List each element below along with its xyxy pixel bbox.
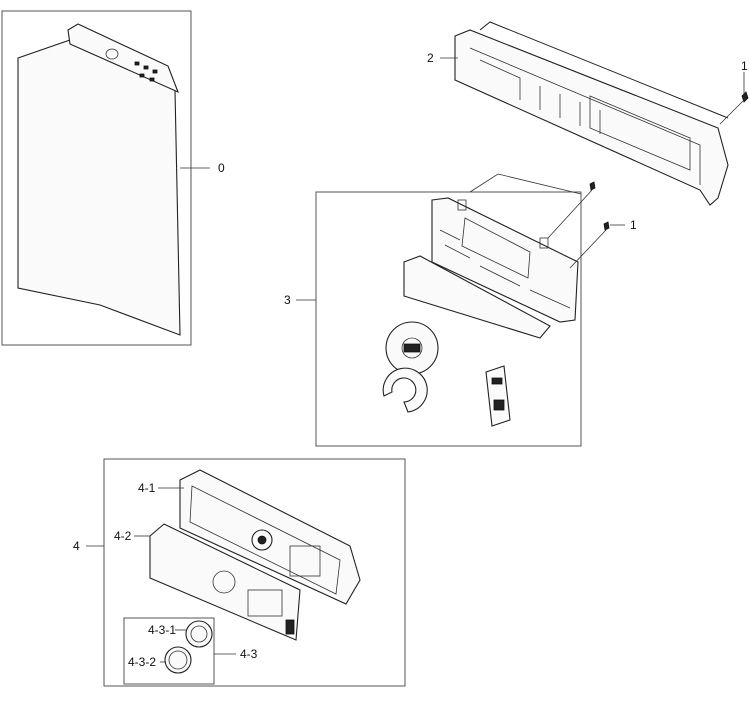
encoder-ring (382, 367, 428, 413)
callout-panel-frame: 4-1 (138, 481, 156, 495)
lid-group: 0 (1, 10, 225, 346)
lid-console (67, 23, 179, 94)
rear-cover-top-outline (479, 21, 729, 119)
sub-board (485, 365, 511, 427)
panel-frame-dial-center (257, 535, 267, 545)
screw-top-guide-line (719, 99, 745, 125)
screw-icon (603, 221, 610, 231)
lid-console-button (143, 65, 149, 70)
lid-console-knob (105, 48, 119, 60)
pcb-bracket-tab (539, 237, 549, 249)
pcb-board (403, 255, 551, 339)
screw-icon (589, 181, 596, 191)
rear-cover-ribs (479, 59, 601, 134)
rear-cover (454, 29, 729, 206)
panel-frame-inner (189, 485, 341, 595)
rear-cover-window (589, 95, 691, 171)
lid-console-button (139, 73, 145, 78)
callout-lid: 0 (218, 161, 225, 175)
callout-panel-overlay: 4-2 (114, 529, 132, 543)
sub-board-chip (491, 377, 503, 385)
pcb-bracket-details (439, 229, 571, 309)
knob-ring-inner (190, 625, 208, 643)
callout-screw-top: 1 (741, 59, 748, 73)
pcb-box (315, 191, 582, 447)
lid-console-button (134, 61, 140, 66)
callout-screw-mid: 1 (630, 218, 637, 232)
lid-console-button (152, 69, 158, 74)
encoder-dial-center (403, 343, 421, 353)
knob-assy-box (123, 617, 215, 685)
callout-knob-assy: 4-3 (240, 647, 258, 661)
pcb-bracket-window (461, 217, 531, 279)
sub-board-chip (493, 399, 505, 411)
callout-rear-cover: 2 (427, 51, 434, 65)
panel-overlay (149, 523, 301, 641)
pcb-bracket-tab (457, 199, 467, 211)
knob-ring (185, 620, 213, 648)
rear-cover-group: 2 1 (427, 21, 749, 206)
panel-overlay-knob-hole (212, 570, 236, 594)
panel-overlay-button (285, 619, 295, 635)
knob-cap-inner (168, 650, 188, 670)
pcb-bracket-guide (469, 173, 582, 195)
lid-console-button (149, 77, 155, 82)
lid-cover (17, 39, 181, 336)
screw-icon (741, 91, 749, 103)
lid-box (1, 10, 192, 346)
callout-pcb: 3 (284, 293, 291, 307)
callout-knob-ring: 4-3-1 (148, 623, 176, 637)
control-panel-group: 4 4-1 4-2 4-3-1 4-3-2 4-3 (73, 458, 406, 687)
panel-overlay-display (247, 589, 283, 617)
panel-frame-buttons (289, 545, 321, 577)
rear-cover-inner-edge (469, 47, 701, 185)
callout-control-panel: 4 (73, 539, 80, 553)
pcb-group: 3 1 (284, 173, 637, 447)
encoder-dial-hub (401, 337, 423, 359)
control-panel-box (103, 458, 406, 687)
screw-mid-guide-lines (547, 189, 607, 269)
callout-knob-cap: 4-3-2 (128, 655, 156, 669)
